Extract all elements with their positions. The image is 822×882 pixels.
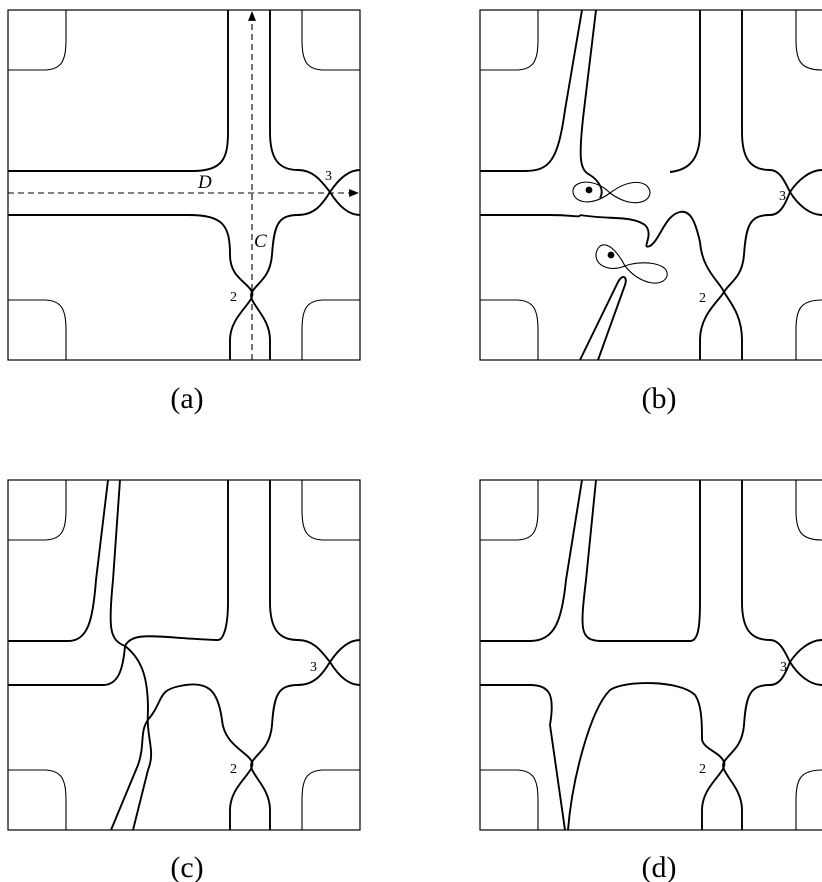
corner-curve-bottom-right [795,769,822,830]
corner-curve-bottom-left [8,299,67,360]
strand-wavy [110,683,254,831]
dot-upper [585,186,593,194]
loop-upper [572,181,651,204]
panel-d: 2 3 [479,479,822,831]
corner-curve-bottom-right [795,299,822,360]
corner-curve-top-left [8,480,67,541]
caption-c: (c) [170,851,203,882]
strand-outer [567,682,726,831]
corner-curve-bottom-right [301,299,360,360]
tube-right [109,479,153,831]
label-saddle-2: 2 [699,762,706,777]
tube-inner [579,9,603,199]
label-saddle-3: 3 [310,660,317,675]
tube-left [8,479,109,642]
corner-curve-top-right [795,480,822,541]
lower-tube [579,276,627,361]
label-C: C [254,231,267,252]
contour-upper-right [269,10,361,194]
corner-curve-top-left [480,480,539,541]
contour-upper-right [269,480,361,664]
tube-left [480,479,583,642]
label-saddle-3: 3 [325,169,332,184]
dot-lower [607,251,615,259]
label-saddle-3: 3 [780,660,787,675]
label-saddle-2: 2 [230,762,237,777]
panel-b: 2 3 [479,9,822,361]
contour-upper-left [8,10,229,172]
contour-top-mid [669,10,701,173]
contour-wavy [579,210,725,293]
strand-left [480,684,566,831]
strand-left [8,480,229,686]
panel-frame [479,9,822,361]
contour-upper-right [741,480,822,664]
caption-a: (a) [170,382,203,415]
label-D: D [197,172,212,193]
corner-curve-top-right [301,480,360,541]
corner-curve-bottom-left [480,299,539,360]
caption-d: (d) [642,851,677,882]
contour-lower-right [250,660,361,830]
contour-lower-right [699,189,822,360]
contour-lower-right [250,190,361,360]
tube-right [581,479,701,642]
contour-lower-left [8,214,254,360]
contour-lower-right [722,659,822,830]
label-saddle-3: 3 [779,189,786,204]
caption-b: (b) [642,382,677,415]
contour-upper-right [741,10,822,194]
corner-curve-top-right [301,10,360,71]
contour-left-lower [480,214,581,218]
panel-frame [7,479,361,831]
corner-curve-bottom-right [301,769,360,830]
contour-lower-right-2 [723,291,743,360]
corner-curve-top-left [8,10,67,71]
label-saddle-2: 2 [699,291,706,306]
panel-c: 2 3 [7,479,361,831]
corner-curve-top-left [480,10,539,71]
corner-curve-bottom-left [480,769,539,830]
tube-outer [480,9,583,172]
corner-curve-bottom-left [8,769,67,830]
loop-lower [595,244,668,284]
panel-a: D C 2 3 [7,9,361,361]
panel-frame [7,9,361,361]
label-saddle-2: 2 [230,290,237,305]
corner-curve-top-right [795,10,822,71]
panel-frame [479,479,822,831]
